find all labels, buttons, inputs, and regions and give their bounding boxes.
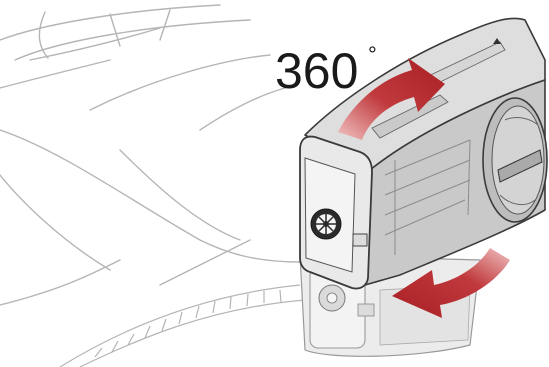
degree-symbol: ° xyxy=(368,44,377,66)
jog-dial-icon xyxy=(483,98,547,222)
cable-strap xyxy=(60,285,305,367)
rotation-angle-label: 360 xyxy=(275,46,358,96)
helmet-outline xyxy=(0,5,300,305)
